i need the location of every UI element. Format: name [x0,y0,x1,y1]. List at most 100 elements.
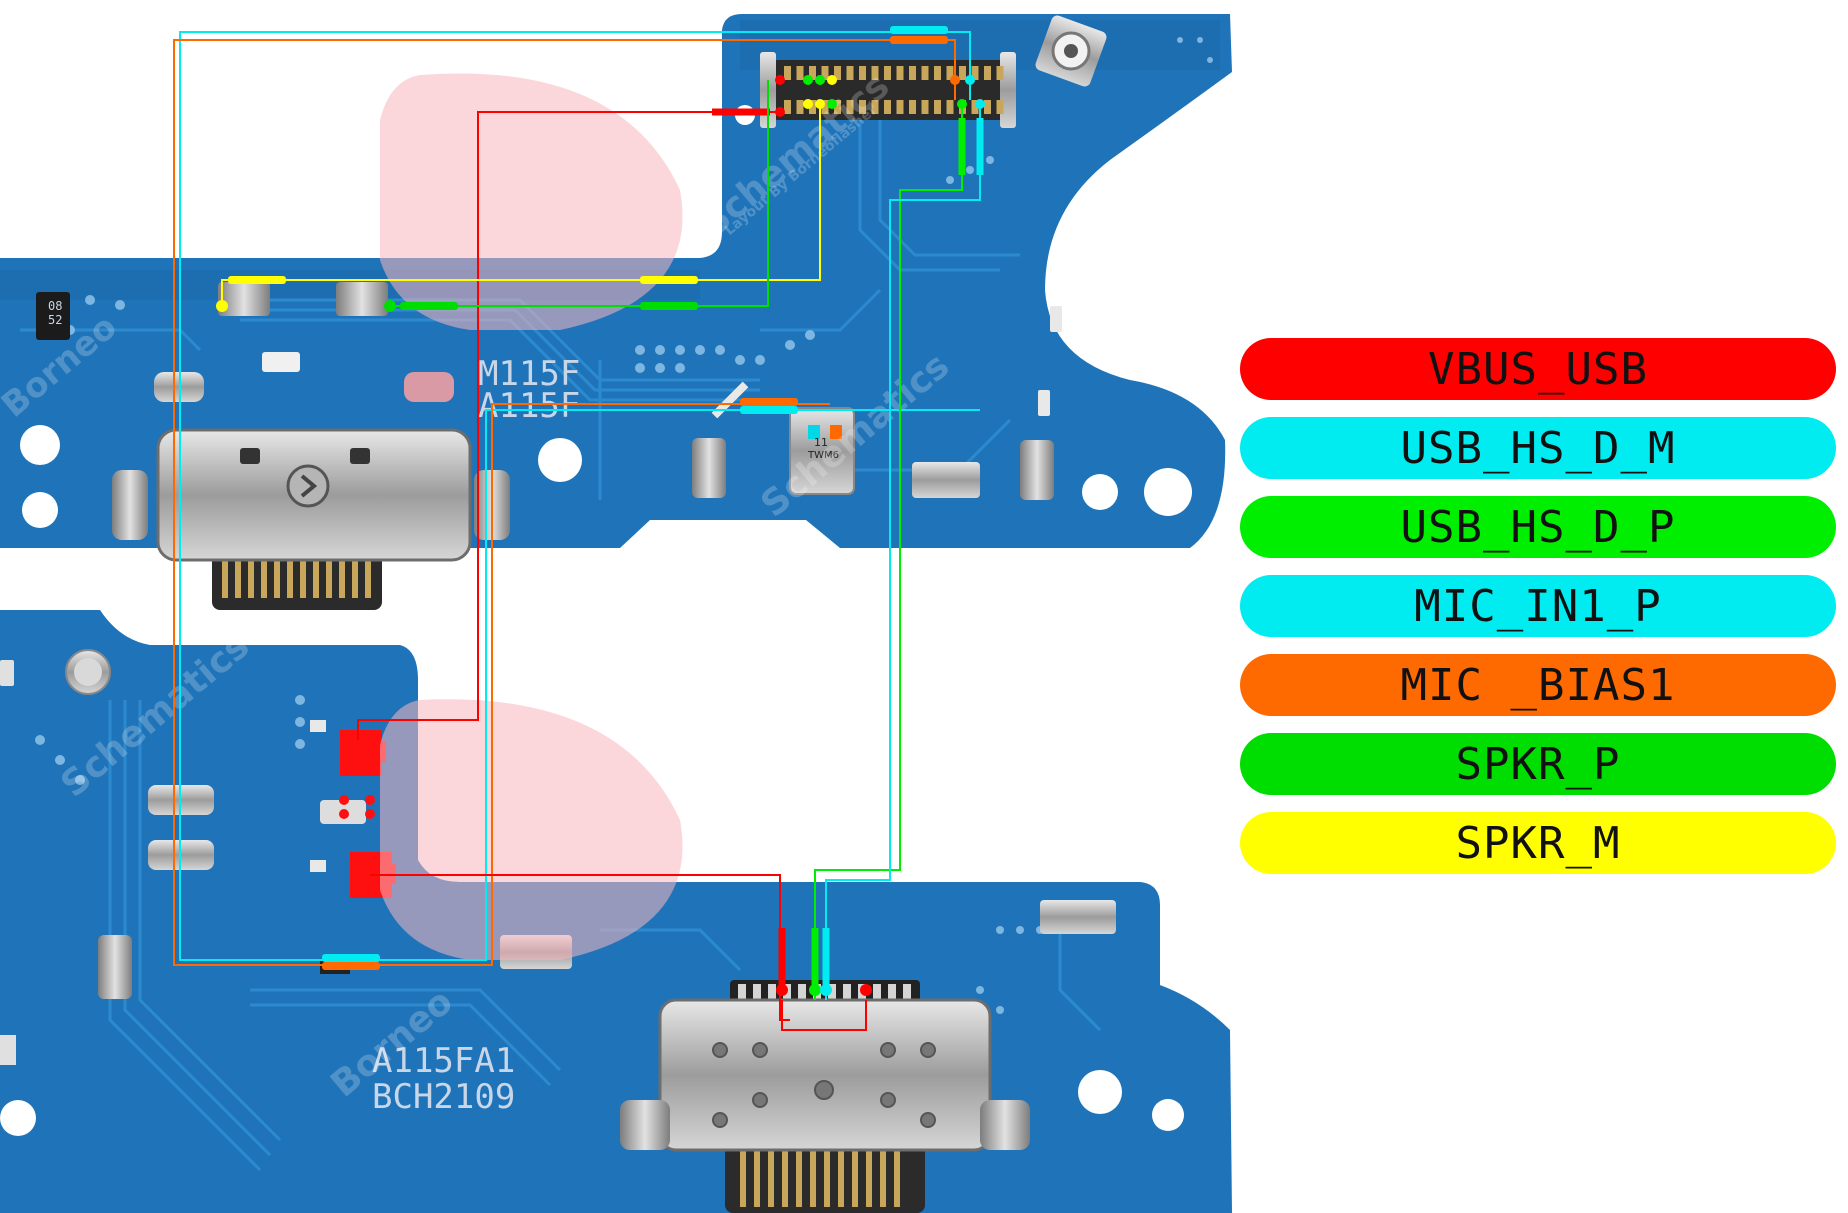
silk-top-model2: A115F [478,386,580,426]
trace-spkr-m [221,104,821,306]
trace-vbus [357,111,780,740]
pin [738,984,746,1000]
silk-top-model: M115F [478,354,580,394]
pin [313,528,319,598]
pin [824,1135,830,1207]
pin [984,66,991,80]
pin [782,1135,788,1207]
pin [796,100,804,114]
pin [894,1135,900,1207]
pin [809,100,816,114]
pin [352,528,358,598]
pin [339,528,345,598]
pin [261,528,267,598]
pin [880,1135,886,1207]
trace-mic-bias1 [173,39,956,966]
pin [768,984,776,1000]
svg-text:TWM6: TWM6 [807,450,839,461]
trace-usb-hs-d-m [825,104,981,1000]
pin [834,100,841,114]
pin [810,1135,816,1207]
svg-text:52: 52 [48,313,62,327]
pin [838,1135,844,1207]
pin [248,528,254,598]
pin [903,984,911,1000]
pin [274,528,280,598]
pin [834,66,841,80]
usb-c-connector-bottom [620,980,1030,1213]
pin [300,528,306,598]
legend-item-usb-hs-d-m: USB_HS_D_M [1240,417,1836,479]
legend-item-mic-in1-p: MIC_IN1_P [1240,575,1836,637]
pin [784,100,791,114]
pin [884,66,891,80]
pin [222,528,228,598]
pin [846,66,854,80]
pin [784,66,791,80]
usb-c-connector-top [112,428,510,610]
pin [828,984,836,1000]
pin [871,100,879,114]
pin [846,100,854,114]
pin [959,66,966,80]
pin [798,984,806,1000]
pin [326,528,332,598]
pin [796,66,804,80]
pin [859,100,866,114]
microphone: 11 TWM6 [789,407,855,495]
legend-item-spkr-m: SPKR_M [1240,812,1836,874]
pin [996,66,1004,80]
silk-bottom-code: BCH2109 [372,1077,515,1117]
pin [909,100,916,114]
antenna-connector [1035,15,1107,87]
pin [768,1135,774,1207]
pin [946,100,954,114]
pin [809,66,816,80]
pin [971,66,979,80]
pin [866,1135,872,1207]
pin [934,66,941,80]
pin [843,984,851,1000]
trace-spkr-p [390,80,769,307]
mounting-holes-top [20,105,1192,528]
btb-pins [784,66,1004,114]
legend-item-vbus-usb: VBUS_USB [1240,338,1836,400]
pin [796,1135,802,1207]
pin [896,66,904,80]
pin [921,100,929,114]
pin [753,984,761,1000]
pin [852,1135,858,1207]
pin [871,66,879,80]
trace-mic-in1-p [179,31,980,961]
pin [946,66,954,80]
pin [971,100,979,114]
legend-item-spkr-p: SPKR_P [1240,733,1836,795]
pin [365,528,371,598]
pin [909,66,916,80]
svg-text:11: 11 [814,436,828,449]
pin [984,100,991,114]
silk-bottom-model: A115FA1 [372,1041,515,1081]
pin [996,100,1004,114]
pin [873,984,881,1000]
pin [934,100,941,114]
pin [821,66,829,80]
net-tags [228,26,948,970]
net-traces [173,31,984,1031]
pin [287,528,293,598]
pin [921,66,929,80]
pin [896,100,904,114]
pin [740,1135,746,1207]
pin [859,66,866,80]
mounting-holes-bottom [0,1070,1184,1136]
svg-text:08: 08 [48,299,62,313]
pin [235,528,241,598]
pin [754,1135,760,1207]
smd-components-top [36,282,1062,500]
pin [888,984,896,1000]
legend-item-usb-hs-d-p: USB_HS_D_P [1240,496,1836,558]
pin [821,100,829,114]
probe-points [216,75,985,996]
trace-usb-hs-d-p [814,104,963,1000]
